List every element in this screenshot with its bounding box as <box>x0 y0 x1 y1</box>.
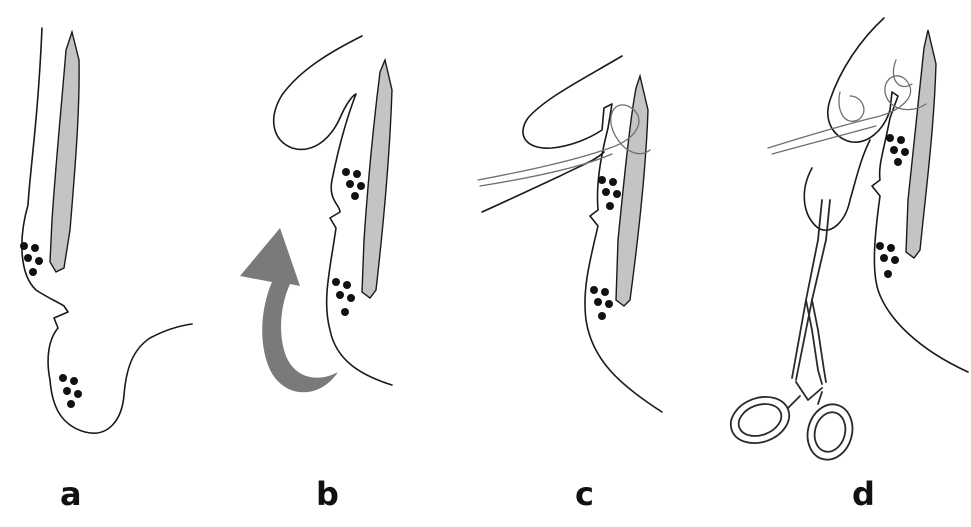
panel-b-rotation-arrow <box>240 228 338 392</box>
panel-label-a: a <box>60 478 82 510</box>
panel-d-dots-upper <box>886 134 909 166</box>
panel-b-dots-lower <box>332 278 355 316</box>
panel-label-c: c <box>575 478 594 510</box>
panel-c-drawing <box>478 56 662 412</box>
panel-c-dots-upper <box>598 176 621 210</box>
panel-d-dots-lower <box>876 242 899 278</box>
panel-a-drawing <box>20 28 192 433</box>
panel-d-flap-outline <box>804 140 870 230</box>
panel-a-dots-lower <box>59 374 82 408</box>
panel-label-d: d <box>852 478 875 510</box>
hemostat-forceps-icon <box>724 200 858 465</box>
panel-d-drawing <box>724 18 968 465</box>
panel-a-bone <box>50 32 79 272</box>
panel-label-b: b <box>316 478 339 510</box>
panel-b-drawing <box>240 36 392 392</box>
panel-d-bone <box>906 30 936 258</box>
panel-c-bone <box>616 76 648 306</box>
panel-a-tissue-outline <box>22 28 192 433</box>
panel-b-bone <box>362 60 392 298</box>
panel-d-tissue-outline <box>828 18 968 372</box>
panel-b-dots-upper <box>342 168 365 200</box>
panel-c-dots-lower <box>590 286 613 320</box>
